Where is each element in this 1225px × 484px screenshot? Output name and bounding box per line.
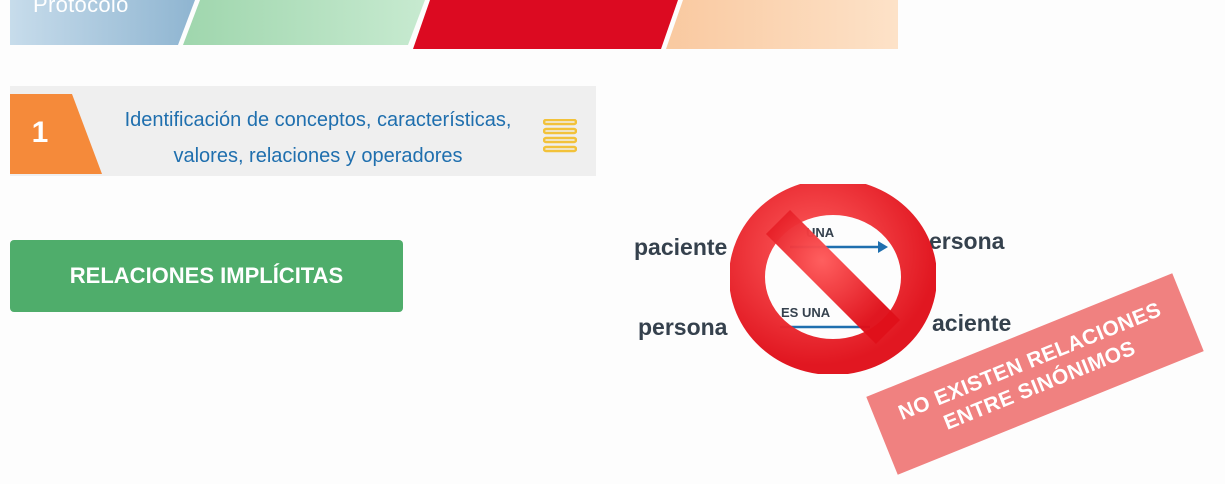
diagram-row1-right: ersona [929, 228, 1005, 254]
diagram-row1-left: paciente [634, 234, 728, 260]
ribbon-segments [10, 0, 898, 49]
step-badge [10, 94, 102, 174]
step-box: 1 Identificación de conceptos, caracterí… [10, 86, 596, 176]
prohibited-icon [730, 184, 936, 374]
protocol-ribbon: Protocolo [0, 0, 900, 50]
relaciones-implicitas-button[interactable]: RELACIONES IMPLÍCITAS [10, 240, 403, 312]
ribbon-title: Protocolo [33, 0, 129, 17]
step-description-line-2: valores, relaciones y operadores [173, 145, 463, 167]
ribbon-segment-4[interactable] [666, 0, 898, 49]
relation-label-2: ES UNA [781, 305, 831, 320]
ribbon-segment-2[interactable] [183, 0, 425, 45]
ribbon-segment-1[interactable] [10, 0, 195, 45]
ribbon-segment-3[interactable] [413, 0, 678, 49]
diagram-row2-left: persona [638, 314, 728, 340]
step-number: 1 [31, 116, 49, 149]
step-description-line-1: Identificación de conceptos, característ… [124, 109, 512, 131]
menu-lines-icon[interactable] [543, 119, 577, 155]
diagram-row2-right: aciente [932, 310, 1012, 336]
step-description: Identificación de conceptos, característ… [98, 102, 538, 174]
